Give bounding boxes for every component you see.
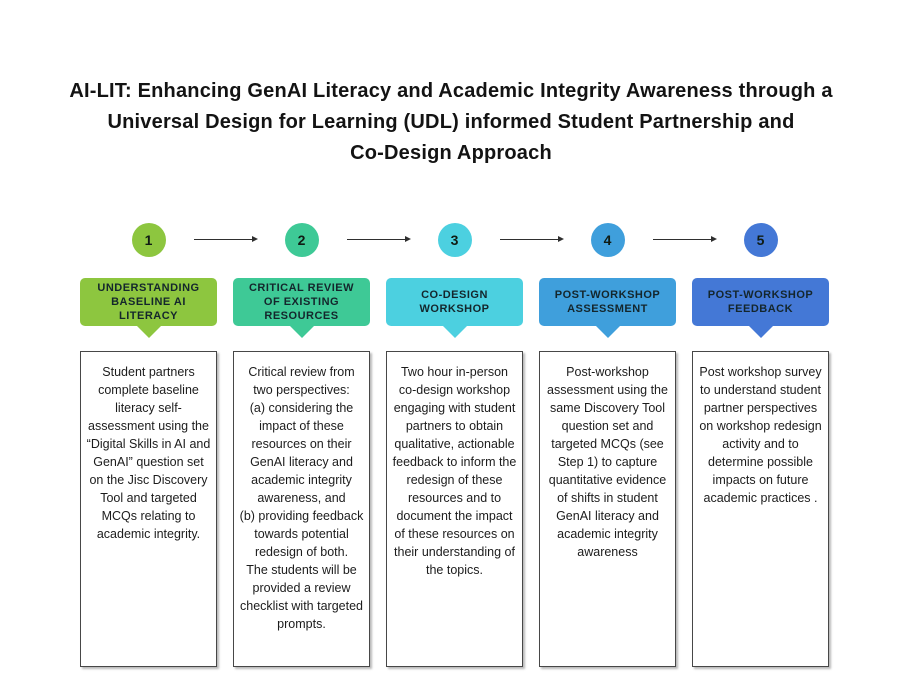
flow-arrow-icon bbox=[194, 235, 258, 242]
step-4-number-circle: 4 bbox=[590, 223, 625, 257]
step-1-description-box: Student partners complete baseline liter… bbox=[80, 351, 217, 667]
flow-arrow-icon bbox=[653, 235, 717, 242]
step-3-description-box: Two hour in-person co-design workshop en… bbox=[386, 351, 523, 667]
step-3-number-circle: 3 bbox=[437, 223, 472, 257]
step-5-description-box: Post workshop survey to understand stude… bbox=[692, 351, 829, 667]
bubble-tail bbox=[747, 325, 774, 338]
bubble-tail bbox=[441, 325, 468, 338]
title-line: Co-Design Approach bbox=[350, 142, 552, 164]
step-circles-row: 1 2 3 4 5 bbox=[80, 223, 829, 257]
step-4-description-box: Post-workshop assessment using the same … bbox=[539, 351, 676, 667]
process-flow: 1 2 3 4 5 UNDERSTANDING BASELINE AI LITE… bbox=[80, 223, 829, 667]
step-4-label-bubble: POST-WORKSHOP ASSESSMENT bbox=[539, 278, 676, 338]
title-line: AI-LIT: Enhancing GenAI Literacy and Aca… bbox=[69, 80, 833, 102]
step-labels-row: UNDERSTANDING BASELINE AI LITERACY CRITI… bbox=[80, 278, 829, 338]
bubble-tail bbox=[288, 325, 315, 338]
flow-arrow-icon bbox=[500, 235, 564, 242]
flow-arrow-icon bbox=[347, 235, 411, 242]
title-line: Universal Design for Learning (UDL) info… bbox=[107, 111, 795, 133]
bubble-tail bbox=[594, 325, 621, 338]
step-3-label-bubble: CO-DESIGN WORKSHOP bbox=[386, 278, 523, 338]
step-2-label-bubble: CRITICAL REVIEW OF EXISTING RESOURCES bbox=[233, 278, 370, 338]
step-5-number-circle: 5 bbox=[743, 223, 778, 257]
step-2-description-box: Critical review from two perspectives: (… bbox=[233, 351, 370, 667]
step-5-label-bubble: POST-WORKSHOP FEEDBACK bbox=[692, 278, 829, 338]
bubble-tail bbox=[135, 325, 162, 338]
page-title: AI-LIT: Enhancing GenAI Literacy and Aca… bbox=[0, 76, 902, 169]
step-descriptions-row: Student partners complete baseline liter… bbox=[80, 351, 829, 667]
step-1-number-circle: 1 bbox=[131, 223, 166, 257]
step-1-label-bubble: UNDERSTANDING BASELINE AI LITERACY bbox=[80, 278, 217, 338]
step-2-number-circle: 2 bbox=[284, 223, 319, 257]
